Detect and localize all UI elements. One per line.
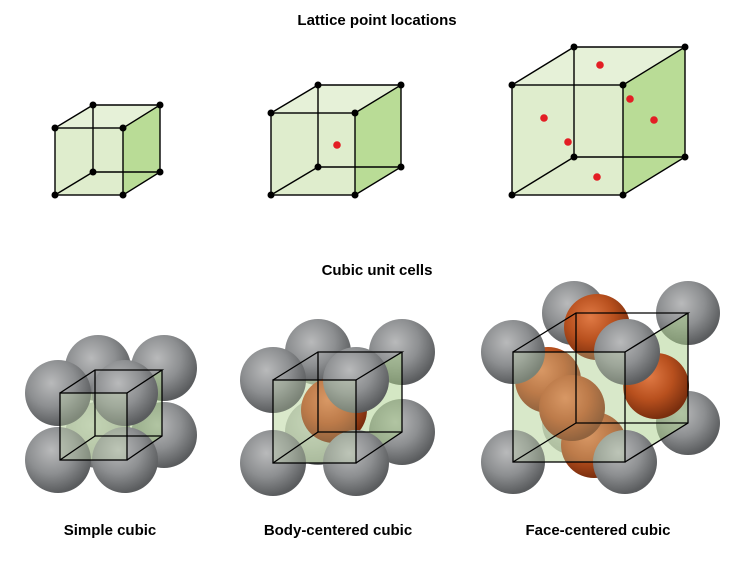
body-centered-lattice	[267, 81, 405, 199]
unit-cells-heading: Cubic unit cells	[321, 262, 433, 279]
face-center-points	[540, 61, 658, 181]
body-center-point	[333, 141, 341, 149]
simple-cubic-lattice	[51, 101, 164, 199]
simple-cubic-cell	[25, 335, 197, 493]
lattice-points-heading: Lattice point locations	[297, 12, 457, 29]
simple-cubic-caption: Simple cubic	[63, 522, 157, 539]
face-centered-cubic-cell	[481, 281, 720, 494]
body-centered-cubic-caption: Body-centered cubic	[263, 522, 413, 539]
face-centered-lattice	[508, 43, 689, 199]
corner-points	[267, 81, 405, 199]
corner-points	[51, 101, 164, 199]
body-centered-cubic-cell	[240, 319, 435, 496]
corner-points	[508, 43, 689, 199]
face-centered-cubic-caption: Face-centered cubic	[525, 522, 671, 539]
